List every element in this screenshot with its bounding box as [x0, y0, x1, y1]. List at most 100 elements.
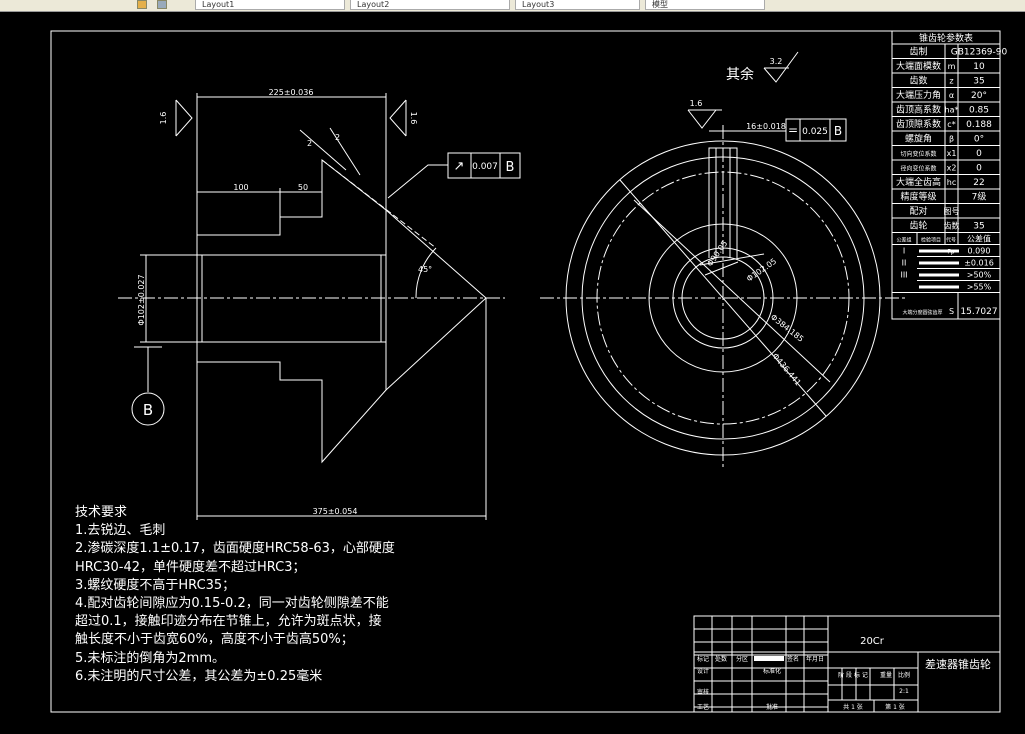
symmetry-frame: [785, 118, 847, 142]
doc-number-bar: [754, 656, 784, 661]
param-value: 0.188: [966, 120, 992, 130]
tol-group: II: [902, 259, 907, 268]
roughness-symbol-left: [175, 99, 193, 137]
tol-header-group: 公差组: [896, 237, 911, 244]
technical-notes: 技术要求 1.去锐边、毛刺 2.渗碳深度1.1±0.17，齿面硬度HRC58-6…: [75, 504, 395, 686]
tol-item-bar: [919, 273, 959, 277]
tol-group: III: [900, 271, 907, 280]
tb-review: 审核: [697, 688, 709, 696]
last-row-label: 大端分度圆弦齿厚: [902, 309, 942, 316]
tb-sign: 签名: [787, 655, 799, 663]
param-symbol: ha*: [945, 106, 959, 115]
param-symbol: β: [949, 135, 954, 144]
param-value: 20°: [971, 91, 987, 101]
roughness-left-value: 1.6: [159, 112, 168, 125]
end-view: [540, 125, 905, 470]
note-line: 5.未标注的倒角为2mm。: [75, 650, 226, 666]
dim-d2: Φ102.05: [745, 257, 778, 284]
param-value: 0: [976, 149, 982, 159]
tol-value: 0.090: [968, 247, 991, 256]
runout-frame: [387, 152, 521, 199]
roughness-right-value: 1.6: [409, 112, 418, 125]
tol-item-bar: [919, 285, 959, 289]
param-label: 齿顶隙系数: [896, 118, 941, 130]
symmetry-value: 0.025: [802, 127, 828, 137]
datum-b-label: B: [143, 401, 153, 419]
param-value: 35: [973, 77, 984, 87]
tb-date: 年月日: [806, 655, 824, 663]
param-symbol: z: [949, 77, 953, 86]
note-line: 6.未注明的尺寸公差，其公差为±0.25毫米: [75, 668, 323, 684]
notes-title: 技术要求: [75, 505, 128, 520]
roughness-symbol-key: [687, 109, 722, 129]
runout-value: 0.007: [472, 162, 498, 172]
dim-angle: 45°: [418, 265, 432, 274]
dim-key: 16±0.018: [746, 122, 786, 131]
param-symbol: c*: [947, 120, 955, 129]
tab-layout3[interactable]: Layout3: [515, 0, 640, 10]
param-label: 齿数: [909, 75, 927, 87]
dim-chamfer-b: 2: [335, 133, 340, 142]
param-symbol: 齿数: [944, 221, 960, 231]
param-table-title: 锥齿轮参数表: [919, 32, 973, 44]
param-value: 10: [973, 62, 985, 72]
tol-item-bar: [919, 261, 959, 265]
last-row-symbol: S: [949, 307, 954, 316]
tb-weight: 重量: [880, 671, 892, 679]
param-label: 齿轮: [909, 220, 927, 232]
material-label: 20Cr: [860, 636, 885, 647]
tab-model[interactable]: 模型: [645, 0, 765, 10]
param-value: 35: [973, 222, 984, 232]
tab-layout1[interactable]: Layout1: [195, 0, 345, 10]
param-label: 齿顶高系数: [896, 104, 941, 116]
param-symbol: hc: [947, 178, 956, 187]
tb-stage: 阶 段 标 记: [838, 671, 868, 679]
lower-hatched-section: [196, 341, 387, 464]
angle-arc: [415, 247, 437, 299]
section-view: [118, 93, 505, 520]
roughness-symbol-right: [389, 99, 407, 137]
dim-50: 50: [298, 183, 308, 192]
settings-icon[interactable]: [157, 0, 167, 9]
cone-line-upper: [385, 209, 487, 299]
param-label: 配对: [909, 205, 927, 217]
cone-line-lower: [385, 297, 487, 391]
param-table: [891, 30, 1001, 320]
param-value: 22: [973, 178, 984, 188]
note-line: 超过0.1，接触印迹分布在节锥上，允许为斑点状，接: [75, 614, 382, 630]
part-name: 差速器锥齿轮: [925, 657, 991, 671]
tol-code: Fp: [947, 249, 954, 256]
roughness-key-value: 1.6: [690, 99, 703, 108]
param-value: 0°: [974, 135, 984, 145]
param-symbol: m: [948, 62, 956, 71]
note-line: 4.配对齿轮间隙应为0.15-0.2，同一对齿轮侧隙差不能: [75, 595, 389, 611]
dim-chamfer-a: 2: [307, 139, 312, 148]
roughness-other-value: 3.2: [770, 57, 783, 66]
dim-100: 100: [233, 183, 248, 192]
layout-icon[interactable]: [137, 0, 147, 9]
roughness-symbol-other: [763, 51, 799, 83]
tab-layout2[interactable]: Layout2: [350, 0, 510, 10]
symmetry-icon: =: [788, 123, 798, 137]
tb-count: 处数: [715, 655, 727, 663]
dim-total: 375±0.054: [313, 507, 358, 516]
param-label: 精度等级: [900, 191, 936, 203]
tb-sheet-no: 第 1 张: [885, 703, 905, 711]
note-line: 触长度不小于齿宽60%，高度不小于齿高50%；: [75, 632, 354, 648]
param-label: 大端压力角: [896, 89, 941, 101]
param-symbol: x2: [947, 164, 957, 173]
tb-total-sheets: 共 1 张: [843, 703, 863, 711]
tb-ratio: 比例: [898, 671, 910, 679]
tol-header-item: 检验项目: [921, 237, 941, 244]
tol-header-code: 代号: [946, 237, 956, 244]
param-value: 0: [976, 164, 982, 174]
tb-approve: 批准: [766, 703, 778, 711]
param-value: GB12369-90: [951, 48, 1008, 58]
tb-process: 工艺: [697, 703, 709, 711]
dim-d4: Φ436.441: [770, 352, 802, 388]
tol-group: I: [903, 247, 905, 256]
tol-header-val: 公差值: [967, 234, 991, 244]
param-label: 齿制: [909, 46, 927, 58]
dim-d3: Φ384.185: [769, 312, 806, 343]
